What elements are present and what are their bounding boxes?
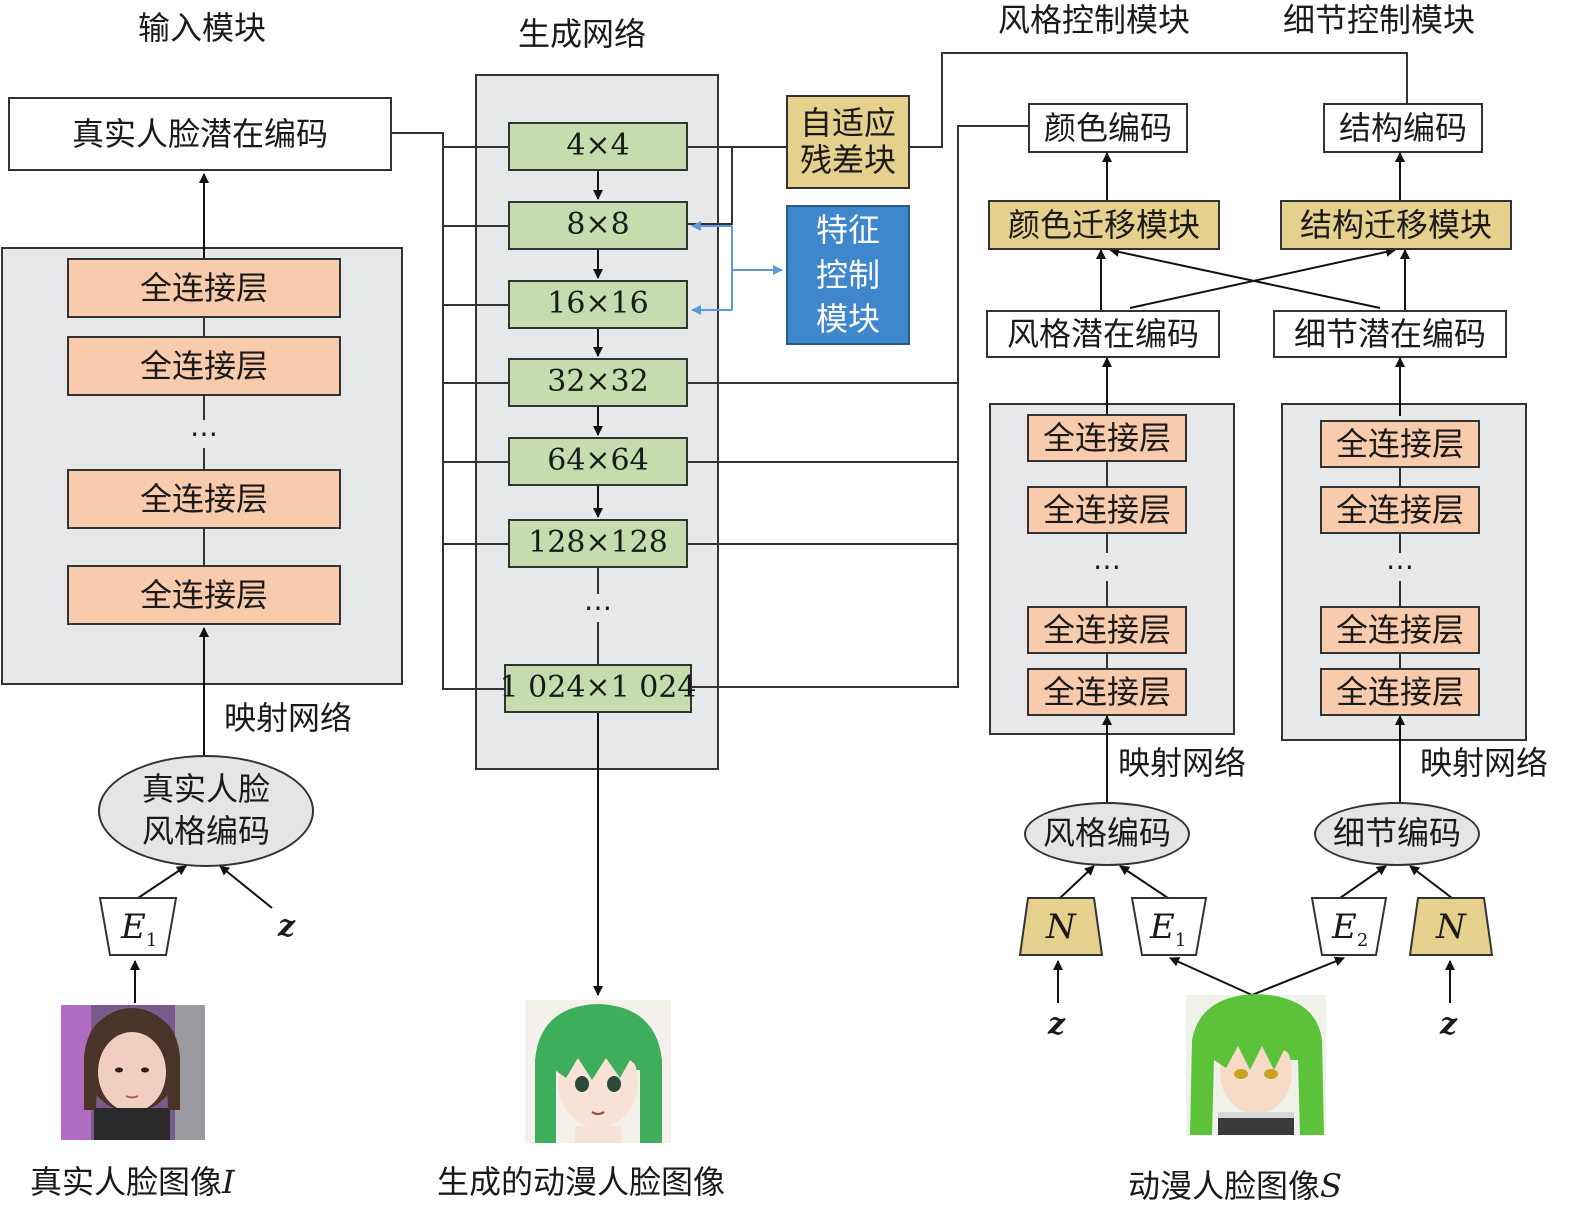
arrow-n-to-scode bbox=[1059, 865, 1095, 899]
gen-block-32x32: 32×32 bbox=[508, 358, 688, 407]
n-label-left: N bbox=[1046, 907, 1076, 947]
anime-face-caption: 动漫人脸图像S bbox=[1128, 1167, 1342, 1205]
detail-mapping-label: 映射网络 bbox=[1420, 744, 1549, 782]
arrow-dl-cross bbox=[1109, 247, 1381, 309]
n-label-right: N bbox=[1436, 907, 1466, 947]
feature-control-line3: 模块 bbox=[815, 300, 880, 339]
real-face-style-code-line2: 风格编码 bbox=[141, 812, 270, 850]
generated-anime-face bbox=[525, 1000, 671, 1143]
generated-anime-caption: 生成的动漫人脸图像 bbox=[437, 1163, 726, 1201]
style-fc-layer-1: 全连接层 bbox=[1027, 414, 1187, 462]
adaptive-down-link bbox=[688, 147, 733, 225]
feature-control-line1: 特征 bbox=[815, 210, 880, 249]
structure-code-box: 结构编码 bbox=[1323, 103, 1483, 153]
detail-code-ellipse: 细节编码 bbox=[1314, 802, 1480, 866]
left-fc-layer-1: 全连接层 bbox=[67, 258, 341, 318]
gen-block-1024x1024: 1 024×1 024 bbox=[500, 664, 696, 713]
anime-face-image bbox=[1186, 994, 1326, 1135]
detail-fc-ellipsis: ⋯ bbox=[1382, 553, 1418, 581]
style-latent-box: 风格潜在编码 bbox=[986, 310, 1220, 358]
n-trapezoid-right bbox=[1408, 897, 1494, 956]
color-transfer-module: 颜色迁移模块 bbox=[988, 200, 1220, 250]
left-fc-layer-3: 全连接层 bbox=[67, 469, 341, 529]
real-face-style-code: 真实人脸 风格编码 bbox=[98, 755, 314, 867]
encoder-e1-right-label: E1 bbox=[1150, 907, 1187, 951]
color-code-bus bbox=[688, 125, 1028, 688]
style-fc-ellipsis: ⋯ bbox=[1089, 553, 1125, 581]
style-fc-layer-4: 全连接层 bbox=[1027, 668, 1187, 716]
color-code-box: 颜色编码 bbox=[1028, 103, 1188, 153]
real-face-style-code-line1: 真实人脸 bbox=[141, 770, 270, 809]
style-mapping-label: 映射网络 bbox=[1118, 744, 1247, 782]
real-face-latent-box: 真实人脸潜在编码 bbox=[8, 97, 392, 171]
detail-latent-box: 细节潜在编码 bbox=[1273, 310, 1507, 358]
real-face-caption: 真实人脸图像I bbox=[30, 1163, 235, 1201]
title-detail-control: 细节控制模块 bbox=[1283, 1, 1476, 39]
arrow-anime-to-e2 bbox=[1251, 956, 1345, 996]
gen-block-64x64: 64×64 bbox=[508, 437, 688, 486]
gen-block-16x16: 16×16 bbox=[508, 280, 688, 329]
arrow-n-to-dcode bbox=[1409, 865, 1453, 899]
arrow-anime-to-e1 bbox=[1169, 957, 1253, 996]
z-noise-detail: z bbox=[1440, 1007, 1458, 1042]
encoder-e1-right bbox=[1130, 897, 1208, 956]
gen-block-4x4: 4×4 bbox=[508, 122, 688, 171]
encoder-e1-left bbox=[98, 897, 178, 956]
style-code-ellipse: 风格编码 bbox=[1024, 802, 1190, 866]
feature-control-line2: 控制 bbox=[815, 255, 880, 294]
adaptive-to-detail-link bbox=[910, 52, 1408, 148]
adaptive-residual-line2: 残差块 bbox=[799, 141, 896, 179]
feature-control-module: 特征 控制 模块 bbox=[786, 205, 910, 345]
left-mapping-label: 映射网络 bbox=[224, 699, 353, 737]
detail-fc-layer-2: 全连接层 bbox=[1320, 486, 1480, 534]
n-trapezoid-left bbox=[1018, 897, 1104, 956]
title-style-control: 风格控制模块 bbox=[998, 1, 1191, 39]
style-fc-layer-2: 全连接层 bbox=[1027, 486, 1187, 534]
z-noise-style: z bbox=[1048, 1007, 1066, 1042]
left-fc-layer-4: 全连接层 bbox=[67, 565, 341, 625]
adaptive-residual-block: 自适应 残差块 bbox=[786, 95, 910, 189]
title-input-module: 输入模块 bbox=[138, 9, 267, 47]
latent-bus bbox=[392, 132, 508, 690]
detail-fc-layer-3: 全连接层 bbox=[1320, 606, 1480, 654]
encoder-e2-label: E2 bbox=[1332, 907, 1369, 951]
encoder-e2 bbox=[1310, 897, 1388, 956]
style-fc-layer-3: 全连接层 bbox=[1027, 606, 1187, 654]
z-noise-left: z bbox=[278, 909, 296, 944]
arrow-e1-to-stylecode bbox=[137, 865, 187, 899]
adaptive-residual-line1: 自适应 bbox=[799, 104, 896, 143]
arrow-e2-to-dcode bbox=[1339, 865, 1387, 899]
gen-block-128x128: 128×128 bbox=[508, 519, 688, 568]
detail-fc-layer-1: 全连接层 bbox=[1320, 420, 1480, 468]
arrow-z-to-stylecode bbox=[219, 865, 273, 909]
encoder-e1-left-label: E1 bbox=[121, 907, 158, 951]
structure-transfer-module: 结构迁移模块 bbox=[1280, 200, 1512, 250]
left-fc-layer-2: 全连接层 bbox=[67, 336, 341, 396]
gen-ellipsis: ⋯ bbox=[580, 594, 616, 622]
gen-block-8x8: 8×8 bbox=[508, 201, 688, 250]
arrow-e1-to-scode bbox=[1119, 865, 1169, 899]
arrow-sl-cross bbox=[1129, 247, 1396, 309]
real-face-photo bbox=[61, 1005, 205, 1140]
title-generator-network: 生成网络 bbox=[518, 15, 647, 53]
left-fc-ellipsis: ⋯ bbox=[186, 420, 222, 448]
detail-fc-layer-4: 全连接层 bbox=[1320, 668, 1480, 716]
